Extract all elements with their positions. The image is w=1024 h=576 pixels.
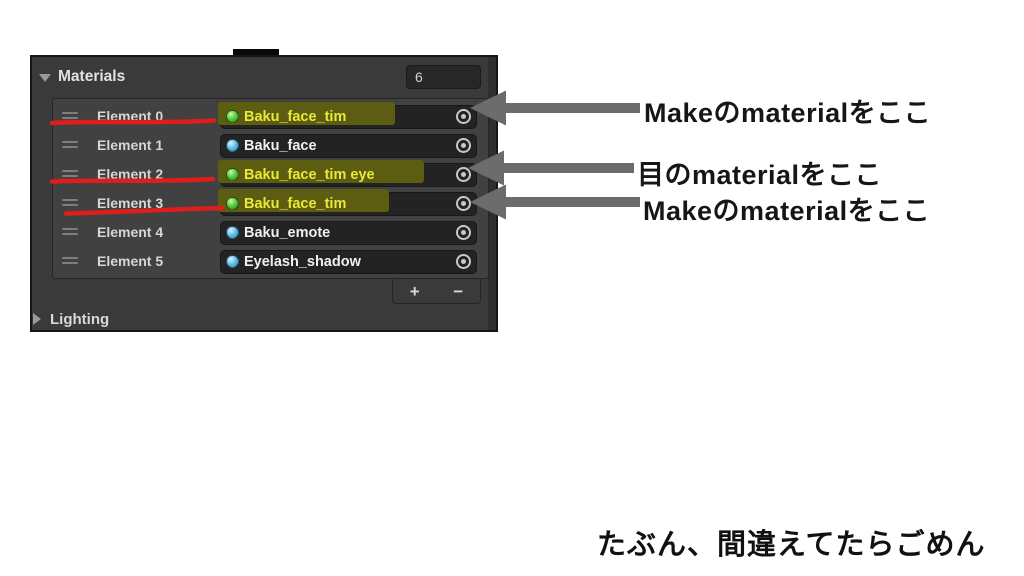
element-label: Element 2: [97, 166, 164, 182]
foldout-open-icon[interactable]: [39, 74, 51, 82]
element-label: Element 5: [97, 253, 164, 269]
object-picker-icon[interactable]: [456, 225, 471, 240]
drag-handle-icon[interactable]: [62, 170, 78, 179]
lighting-title: Lighting: [50, 311, 110, 328]
drag-handle-icon[interactable]: [62, 228, 78, 237]
drag-handle-icon[interactable]: [62, 257, 78, 266]
table-row: Element 5 Eyelash_shadow: [53, 247, 488, 276]
highlight-mark: [218, 101, 395, 125]
remove-element-button[interactable]: −: [445, 283, 471, 300]
table-row: Element 3 Baku_face_tim: [53, 188, 488, 218]
material-field[interactable]: Eyelash_shadow: [220, 249, 477, 274]
caption-text: たぶん、間違えてたらごめん: [597, 529, 986, 561]
materials-panel: Materials 6 Element 0 Baku_face_tim Elem…: [30, 55, 498, 332]
material-sphere-icon: [226, 139, 239, 152]
object-picker-icon[interactable]: [456, 196, 471, 211]
material-name: Baku_face_tim eye: [244, 166, 375, 183]
materials-count-field[interactable]: 6: [406, 65, 481, 89]
table-row: Element 2 Baku_face_tim eye: [53, 159, 488, 189]
panel-right-strip: [488, 57, 496, 330]
table-row: Element 4 Baku_emote: [53, 218, 488, 247]
annotation-label-eye: 目のmaterialをここ: [637, 160, 883, 190]
material-name: Baku_face: [244, 137, 317, 154]
element-label: Element 4: [97, 224, 164, 240]
drag-handle-icon[interactable]: [62, 199, 78, 208]
materials-header[interactable]: Materials 6: [32, 57, 496, 97]
object-picker-icon[interactable]: [456, 254, 471, 269]
material-sphere-icon: [226, 110, 239, 123]
annotation-label-make-2: Makeのmaterialをここ: [643, 196, 931, 226]
panel-title: Materials: [58, 68, 126, 85]
element-label: Element 3: [97, 195, 164, 211]
table-row: Element 0 Baku_face_tim: [53, 101, 488, 131]
material-field[interactable]: Baku_face_tim eye: [218, 159, 477, 187]
cutoff-field-remnant: [233, 49, 279, 58]
material-field[interactable]: Baku_face_tim: [218, 188, 477, 216]
object-picker-icon[interactable]: [456, 167, 471, 182]
material-name: Baku_emote: [244, 224, 331, 241]
materials-list: Element 0 Baku_face_tim Element 1 Baku_f…: [52, 98, 489, 279]
material-sphere-icon: [226, 226, 239, 239]
material-name: Eyelash_shadow: [244, 253, 361, 270]
material-sphere-icon: [226, 255, 239, 268]
material-sphere-icon: [226, 168, 239, 181]
element-label: Element 0: [97, 108, 164, 124]
annotation-label-make-1: Makeのmaterialをここ: [644, 98, 932, 128]
element-label: Element 1: [97, 137, 164, 153]
lighting-header[interactable]: Lighting: [32, 310, 496, 332]
table-row: Element 1 Baku_face: [53, 131, 488, 160]
highlight-mark: [218, 188, 389, 212]
foldout-closed-icon[interactable]: [33, 313, 41, 325]
object-picker-icon[interactable]: [456, 109, 471, 124]
list-footer: + −: [392, 279, 481, 304]
material-field[interactable]: Baku_face: [220, 133, 477, 158]
object-picker-icon[interactable]: [456, 138, 471, 153]
material-sphere-icon: [226, 197, 239, 210]
material-name: Baku_face_tim: [244, 195, 347, 212]
add-element-button[interactable]: +: [402, 283, 428, 300]
material-field[interactable]: Baku_face_tim: [218, 101, 477, 129]
drag-handle-icon[interactable]: [62, 141, 78, 150]
material-field[interactable]: Baku_emote: [220, 220, 477, 245]
highlight-mark: [218, 159, 424, 183]
drag-handle-icon[interactable]: [62, 112, 78, 121]
material-name: Baku_face_tim: [244, 108, 347, 125]
